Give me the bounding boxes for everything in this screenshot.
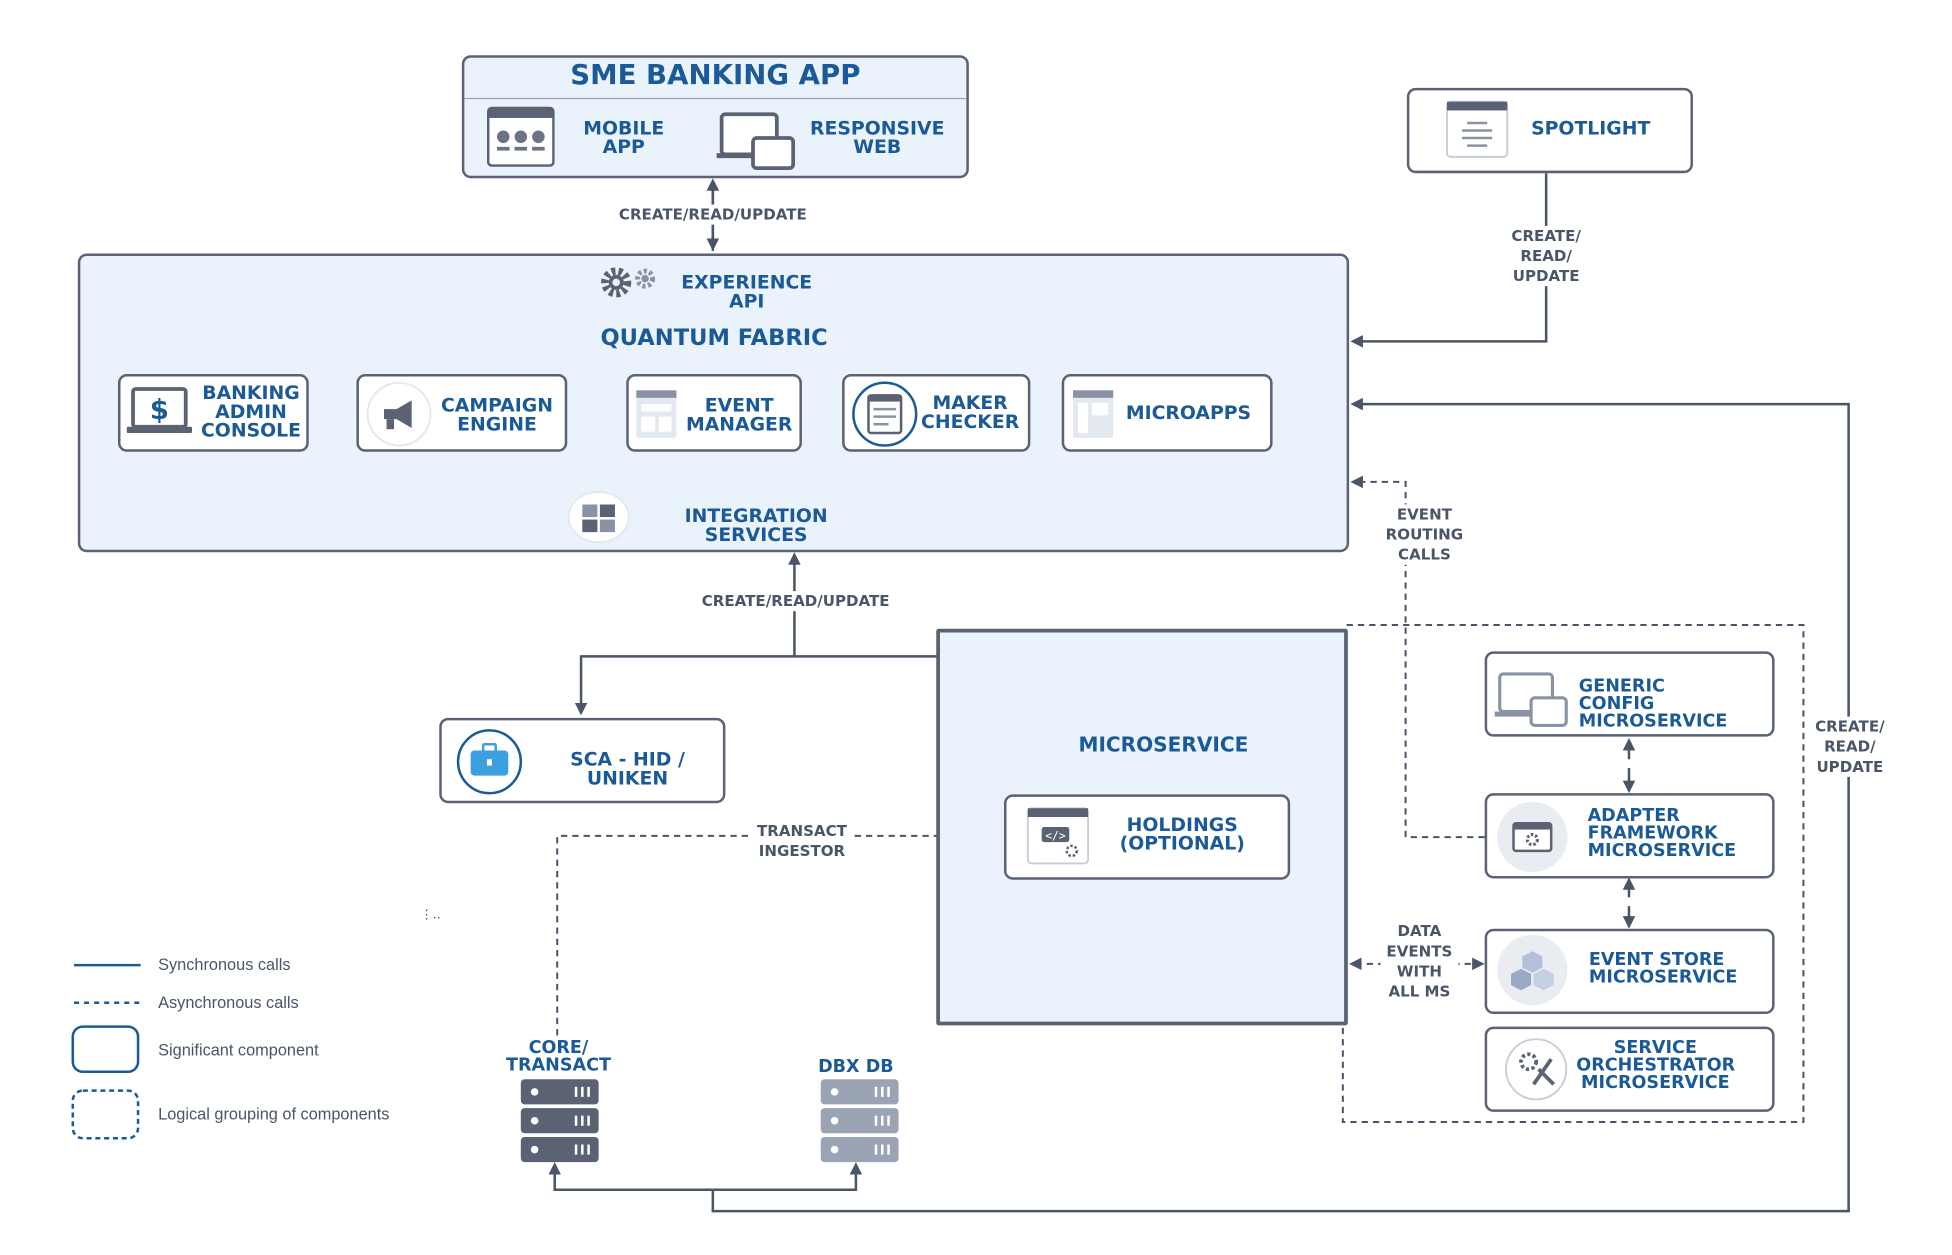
checklist-icon [852, 381, 918, 447]
arrow-to-core [548, 1162, 713, 1191]
generic-config-label: GENERIC CONFIG MICROSERVICE [1578, 676, 1728, 732]
event-store-label: EVENT STORE MICROSERVICE [1588, 950, 1738, 988]
core-transact-label: CORE/ TRANSACT [506, 1037, 611, 1076]
holdings-label: HOLDINGS (OPTIONAL) [1119, 813, 1245, 855]
server-icon [820, 1079, 899, 1163]
integration-services-label: INTEGRATION SERVICES [684, 504, 828, 546]
quantum-fabric-label: QUANTUM FABRIC [600, 325, 828, 352]
server-icon [520, 1079, 599, 1163]
logical-group-border [1341, 623, 1805, 1123]
megaphone-icon [366, 381, 432, 447]
document-icon [1446, 100, 1509, 158]
gears-icon [601, 267, 656, 298]
legend-logical-label: Logical grouping of components [158, 1104, 390, 1124]
banking-admin-label: BANKING ADMIN CONSOLE [200, 381, 302, 442]
legend-logical-box [71, 1089, 140, 1140]
stray-mark: ⋮.. [420, 908, 441, 923]
app-grid-icon [486, 106, 555, 167]
legend-async-label: Asynchronous calls [158, 992, 299, 1012]
maker-checker-label: MAKER CHECKER [921, 391, 1020, 433]
app-api-connector-label: CREATE/READ/UPDATE [614, 204, 811, 225]
arrow-to-sca [574, 655, 795, 716]
data-events-label: DATA EVENTS WITH ALL MS [1380, 921, 1459, 1002]
arrow-to-dbx [712, 1162, 863, 1191]
adapter-framework-label: ADAPTER FRAMEWORK MICROSERVICE [1587, 805, 1737, 861]
right-loop-connector-label: CREATE/ READ/ UPDATE [1809, 716, 1891, 777]
sca-label: SCA - HID / UNIKEN [570, 747, 685, 790]
event-manager-label: EVENT MANAGER [685, 394, 793, 436]
legend-significant-label: Significant component [158, 1040, 319, 1060]
dbx-db-label: DBX DB [818, 1056, 894, 1077]
arrow-event-routing [1350, 475, 1485, 839]
event-routing-label: EVENT ROUTING CALLS [1357, 504, 1491, 565]
spotlight-label: SPOTLIGHT [1531, 116, 1651, 140]
tools-icon [1505, 1038, 1568, 1101]
microapp-icon [1073, 390, 1114, 438]
window-icon [636, 390, 677, 438]
legend-sync-label: Synchronous calls [158, 955, 291, 974]
service-orchestrator-label: SERVICE ORCHESTRATOR MICROSERVICE [1576, 1037, 1736, 1094]
integration-connector-label: CREATE/READ/UPDATE [697, 591, 894, 612]
svg-text:$: $ [150, 393, 169, 426]
code-window-icon: </> [1026, 807, 1090, 865]
experience-api-label: EXPERIENCE API [681, 271, 813, 313]
microservice-label: MICROSERVICE [1078, 732, 1249, 757]
cubes-icon [1497, 934, 1568, 1006]
sme-app-title: SME BANKING APP [570, 60, 861, 92]
campaign-engine-label: CAMPAIGN ENGINE [440, 394, 553, 436]
transact-ingestor-label: TRANSACT INGESTOR [750, 820, 854, 861]
laptop-icon [1494, 672, 1568, 727]
spotlight-connector-label: CREATE/ READ/ UPDATE [1506, 225, 1587, 287]
microapps-label: MICROAPPS [1125, 401, 1252, 425]
briefcase-icon [456, 729, 523, 795]
legend-significant-box [71, 1025, 140, 1074]
dollar-laptop-icon: $ [126, 387, 193, 433]
arrow-right-loop [711, 397, 1850, 1213]
puzzle-icon [567, 491, 630, 544]
arrow-transact-ingestor [556, 829, 1004, 1036]
mobile-app-label: MOBILE APP [583, 116, 665, 159]
svg-text:</>: </> [1045, 830, 1066, 843]
responsive-web-label: RESPONSIVE WEB [810, 116, 945, 159]
devices-icon [716, 112, 796, 171]
settings-window-icon [1497, 801, 1568, 873]
